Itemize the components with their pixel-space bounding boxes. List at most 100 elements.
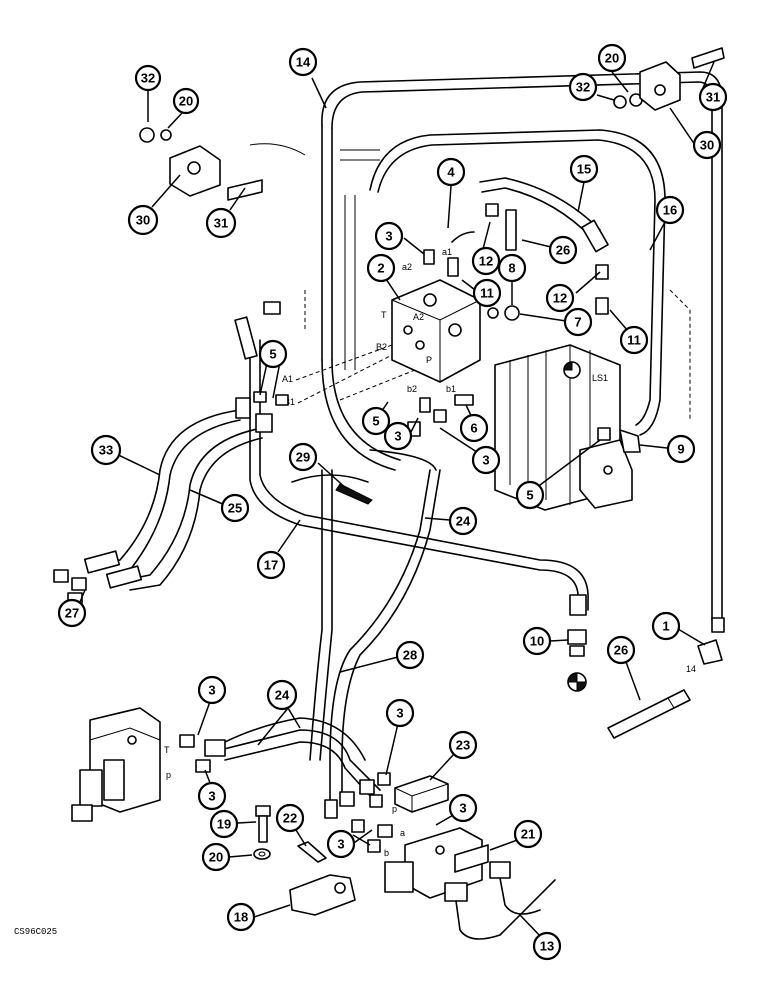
port-label-B2: B2 bbox=[376, 342, 387, 352]
callout-12: 12 bbox=[545, 283, 575, 313]
callout-3: 3 bbox=[374, 221, 404, 251]
callout-23: 23 bbox=[448, 730, 478, 760]
callout-9: 9 bbox=[666, 434, 696, 464]
svg-text:19: 19 bbox=[217, 817, 231, 832]
callout-20: 20 bbox=[597, 43, 627, 73]
port-label-p-lower: p bbox=[166, 770, 171, 780]
lower-fittings-center: T p a b bbox=[324, 772, 408, 858]
callout-5: 5 bbox=[258, 339, 288, 369]
port-label-b: b bbox=[384, 848, 389, 858]
svg-text:5: 5 bbox=[269, 347, 276, 362]
hose-28 bbox=[309, 469, 333, 761]
svg-text:30: 30 bbox=[700, 138, 714, 153]
svg-text:3: 3 bbox=[394, 429, 401, 444]
svg-text:7: 7 bbox=[574, 315, 581, 330]
port-label-T-valve: T bbox=[381, 310, 387, 320]
callout-28: 28 bbox=[395, 640, 425, 670]
port-label-b2: b2 bbox=[407, 384, 417, 394]
hose-15 bbox=[479, 177, 609, 253]
callout-6: 6 bbox=[459, 413, 489, 443]
callout-3: 3 bbox=[197, 675, 227, 705]
port-label-P-valve: P bbox=[426, 355, 432, 365]
callout-13: 13 bbox=[532, 931, 562, 961]
callout-3: 3 bbox=[326, 829, 356, 859]
callout-27: 27 bbox=[57, 598, 87, 628]
svg-text:20: 20 bbox=[179, 94, 193, 109]
hose-24-lower bbox=[219, 717, 381, 799]
callout-24: 24 bbox=[448, 506, 478, 536]
svg-text:31: 31 bbox=[706, 90, 720, 105]
control-valve-block: LS1 bbox=[494, 344, 633, 511]
port-label-p-center: p bbox=[392, 804, 397, 814]
callout-18: 18 bbox=[226, 902, 256, 932]
callout-15: 15 bbox=[569, 154, 599, 184]
callout-31: 31 bbox=[205, 207, 237, 239]
callout-11: 11 bbox=[472, 278, 502, 308]
hose-33-25 bbox=[99, 409, 263, 591]
solenoid-valve-block: T p bbox=[71, 707, 226, 822]
svg-text:25: 25 bbox=[228, 501, 242, 516]
svg-text:5: 5 bbox=[526, 488, 533, 503]
callout-26: 26 bbox=[548, 235, 578, 265]
svg-text:12: 12 bbox=[479, 254, 493, 269]
svg-text:16: 16 bbox=[663, 203, 677, 218]
callout-3: 3 bbox=[383, 421, 413, 451]
machine-frame-lines bbox=[249, 143, 691, 420]
pilot-valve-body: A2 T B2 P a2 a1 b2 b1 A1 B1 bbox=[282, 247, 481, 407]
hose-ends-left bbox=[53, 301, 289, 606]
callout-19: 19 bbox=[209, 809, 239, 839]
callout-21: 21 bbox=[513, 819, 543, 849]
svg-text:3: 3 bbox=[208, 683, 215, 698]
solenoid-21 bbox=[384, 827, 489, 899]
svg-text:3: 3 bbox=[482, 453, 489, 468]
svg-text:29: 29 bbox=[296, 450, 310, 465]
svg-text:11: 11 bbox=[480, 286, 494, 301]
callout-3: 3 bbox=[471, 445, 501, 475]
callout-8: 8 bbox=[497, 253, 527, 283]
callout-32: 32 bbox=[568, 72, 598, 102]
clamp-right bbox=[613, 47, 725, 111]
callout-30: 30 bbox=[692, 130, 722, 160]
svg-text:3: 3 bbox=[396, 706, 403, 721]
svg-text:3: 3 bbox=[385, 229, 392, 244]
callout-22: 22 bbox=[275, 803, 305, 833]
svg-text:3: 3 bbox=[337, 837, 344, 852]
drawing-code: CS96C025 bbox=[14, 927, 57, 937]
elbow-1: 14 bbox=[686, 617, 725, 674]
harness-13 bbox=[444, 861, 556, 940]
port-label-T-lower: T bbox=[164, 745, 170, 755]
hose-17 bbox=[249, 339, 589, 611]
svg-text:8: 8 bbox=[508, 261, 515, 276]
svg-text:9: 9 bbox=[677, 442, 684, 457]
port-label-a: a bbox=[400, 828, 405, 838]
svg-text:28: 28 bbox=[403, 648, 417, 663]
svg-text:32: 32 bbox=[141, 71, 155, 86]
callout-7: 7 bbox=[563, 307, 593, 337]
svg-text:11: 11 bbox=[627, 333, 641, 348]
svg-text:32: 32 bbox=[576, 80, 590, 95]
svg-text:17: 17 bbox=[264, 558, 278, 573]
hose-clamp-29 bbox=[291, 474, 373, 505]
callout-25: 25 bbox=[220, 493, 250, 523]
callout-20: 20 bbox=[201, 842, 231, 872]
port-label-a1: a1 bbox=[442, 247, 452, 257]
callout-5: 5 bbox=[515, 480, 545, 510]
svg-text:30: 30 bbox=[136, 213, 150, 228]
svg-text:3: 3 bbox=[208, 789, 215, 804]
svg-text:13: 13 bbox=[540, 939, 554, 954]
svg-text:15: 15 bbox=[577, 162, 591, 177]
hose-16 bbox=[369, 129, 666, 436]
block-23 bbox=[394, 775, 449, 813]
svg-text:23: 23 bbox=[456, 738, 470, 753]
bolt-19 bbox=[255, 805, 271, 843]
svg-text:33: 33 bbox=[99, 443, 113, 458]
port-label-a2: a2 bbox=[402, 262, 412, 272]
svg-text:31: 31 bbox=[214, 216, 228, 231]
port-label-B1: B1 bbox=[284, 397, 295, 407]
callout-17: 17 bbox=[256, 550, 286, 580]
callout-3: 3 bbox=[448, 793, 478, 823]
clamp-left bbox=[139, 127, 263, 201]
callout-24: 24 bbox=[266, 679, 298, 711]
callout-26: 26 bbox=[606, 635, 636, 665]
